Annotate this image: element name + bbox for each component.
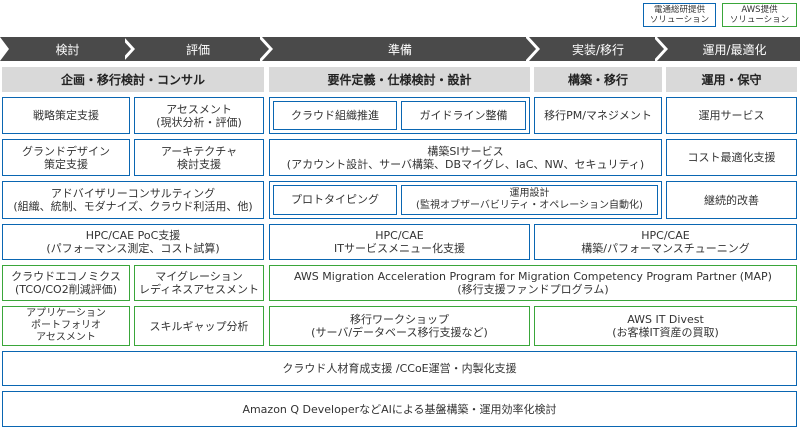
box-continuous-improvement: 継続的改善	[666, 181, 797, 219]
box-hpc-tuning: HPC/CAE 構築/パフォーマンスチューニング	[534, 224, 797, 260]
box-migration-pm: 移行PM/マネジメント	[534, 97, 662, 134]
box-ops-design: 運用設計 (監視オブザーバビリティ・オペレーション自動化)	[401, 185, 658, 215]
legend-aws: AWS提供 ソリューション	[722, 3, 797, 27]
box-amazon-q: Amazon Q DeveloperなどAIによる基盤構築・運用効率化検討	[2, 391, 797, 427]
box-it-divest: AWS IT Divest (お客様IT資産の買取)	[534, 306, 797, 346]
subphase-build-migrate: 構築・移行	[534, 67, 662, 92]
box-hpc-poc: HPC/CAE PoC支援 (パフォーマンス測定、コスト試算)	[2, 224, 264, 260]
box-migration-readiness: マイグレーション レディネスアセスメント	[134, 265, 264, 301]
box-architecture: アーキテクチャ 検討支援	[134, 139, 264, 176]
box-cloud-org: クラウド組織推進	[273, 101, 397, 130]
box-skill-gap: スキルギャップ分析	[134, 306, 264, 346]
phase-label-4: 実装/移行	[541, 37, 655, 61]
box-assessment: アセスメント (現状分析・評価)	[134, 97, 264, 134]
phase-label-1: 検討	[10, 37, 125, 61]
box-ops-service: 運用サービス	[666, 97, 797, 134]
legend-dentsu-soken: 電通総研提供 ソリューション	[643, 3, 716, 27]
box-grand-design: グランドデザイン 策定支援	[2, 139, 130, 176]
box-si-service: 構築SIサービス (アカウント設計、サーバ構築、DBマイグレ、IaC、NW、セキ…	[269, 139, 662, 176]
subphase-operation: 運用・保守	[666, 67, 797, 92]
box-hpc-it-service: HPC/CAE ITサービスメニュー化支援	[269, 224, 530, 260]
box-prototyping: プロトタイピング	[273, 185, 397, 215]
box-strategy: 戦略策定支援	[2, 97, 130, 134]
box-guideline: ガイドライン整備	[401, 101, 526, 130]
box-app-portfolio: アプリケーション ポートフォリオ アセスメント	[2, 306, 130, 346]
box-cloud-economics: クラウドエコノミクス (TCO/CO2削減評価)	[2, 265, 130, 301]
subphase-consulting: 企画・移行検討・コンサル	[2, 67, 264, 92]
subphase-design: 要件定義・仕様検討・設計	[269, 67, 530, 92]
box-migration-workshop: 移行ワークショップ (サーバ/データベース移行支援など)	[269, 306, 530, 346]
box-cost-optimization: コスト最適化支援	[666, 139, 797, 176]
phase-label-2: 評価	[136, 37, 260, 61]
phase-label-5: 運用/最適化	[669, 37, 800, 61]
phase-label-3: 準備	[274, 37, 526, 61]
box-map-program: AWS Migration Acceleration Program for M…	[269, 265, 797, 301]
box-cloud-talent: クラウド人材育成支援 /CCoE運営・内製化支援	[2, 351, 797, 386]
box-advisory: アドバイザリーコンサルティング (組織、統制、モダナイズ、クラウド利活用、他)	[2, 181, 264, 219]
